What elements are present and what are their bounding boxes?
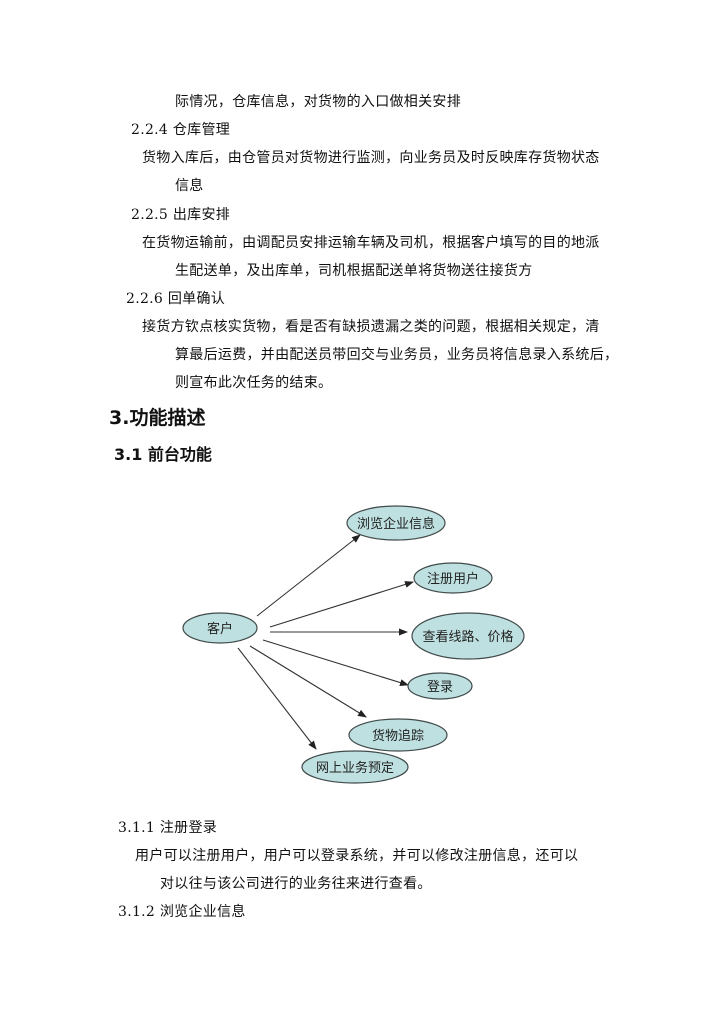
node-register-user: 注册用户: [413, 562, 493, 594]
svg-text:网上业务预定: 网上业务预定: [316, 760, 394, 776]
section-heading-3: 3.功能描述: [109, 407, 206, 429]
paragraph-line: 信息: [175, 178, 204, 194]
subsection-heading-2-2-6: 2.2.6 回单确认: [126, 291, 226, 307]
paragraph-line: 货物入库后，由仓管员对货物进行监测，向业务员及时反映库存货物状态: [142, 150, 600, 166]
node-cargo-tracking: 货物追踪: [348, 718, 448, 752]
paragraph-line: 则宣布此次任务的结束。: [175, 375, 333, 391]
paragraph-line: 接货方钦点核实货物，看是否有缺损遗漏之类的问题，根据相关规定，清: [142, 319, 600, 335]
paragraph-line: 对以往与该公司进行的业务往来进行查看。: [160, 876, 432, 892]
paragraph-line: 际情况，仓库信息，对货物的入口做相关安排: [175, 94, 461, 110]
arrow-to-booking: [237, 647, 317, 750]
svg-text:注册用户: 注册用户: [427, 571, 479, 587]
arrows: [237, 534, 414, 750]
node-customer: 客户: [182, 612, 258, 644]
paragraph-line: 在货物运输前，由调配员安排运输车辆及司机，根据客户填写的目的地派: [142, 235, 600, 251]
node-online-booking: 网上业务预定: [301, 750, 409, 784]
svg-text:客户: 客户: [207, 621, 233, 637]
paragraph-line: 用户可以注册用户，用户可以登录系统，并可以修改注册信息，还可以: [135, 848, 579, 864]
subsection-heading-2-2-4: 2.2.4 仓库管理: [131, 122, 231, 138]
subsection-heading-2-2-5: 2.2.5 出库安排: [131, 207, 231, 223]
arrow-to-browse: [256, 534, 361, 617]
svg-text:货物追踪: 货物追踪: [372, 728, 424, 744]
svg-text:查看线路、价格: 查看线路、价格: [422, 629, 513, 645]
svg-text:浏览企业信息: 浏览企业信息: [357, 516, 435, 532]
subsection-heading-3-1-1: 3.1.1 注册登录: [118, 820, 218, 836]
section-heading-3-1: 3.1 前台功能: [114, 445, 212, 464]
node-browse-company-info: 浏览企业信息: [346, 505, 446, 541]
arrow-to-register: [269, 581, 414, 628]
arrow-to-tracking: [249, 645, 367, 718]
node-login: 登录: [407, 672, 473, 700]
subsection-heading-3-1-2: 3.1.2 浏览企业信息: [118, 904, 246, 920]
use-case-diagram: 客户 浏览企业信息 注册用户 查看线路、价格 登录 货物追踪 网上业务预定: [182, 505, 525, 784]
arrow-to-login: [262, 639, 409, 686]
svg-text:登录: 登录: [427, 680, 453, 695]
paragraph-line: 算最后运费，并由配送员带回交与业务员，业务员将信息录入系统后，: [175, 347, 619, 363]
paragraph-line: 生配送单，及出库单，司机根据配送单将货物送往接货方: [175, 263, 533, 279]
node-view-routes-prices: 查看线路、价格: [411, 612, 525, 660]
